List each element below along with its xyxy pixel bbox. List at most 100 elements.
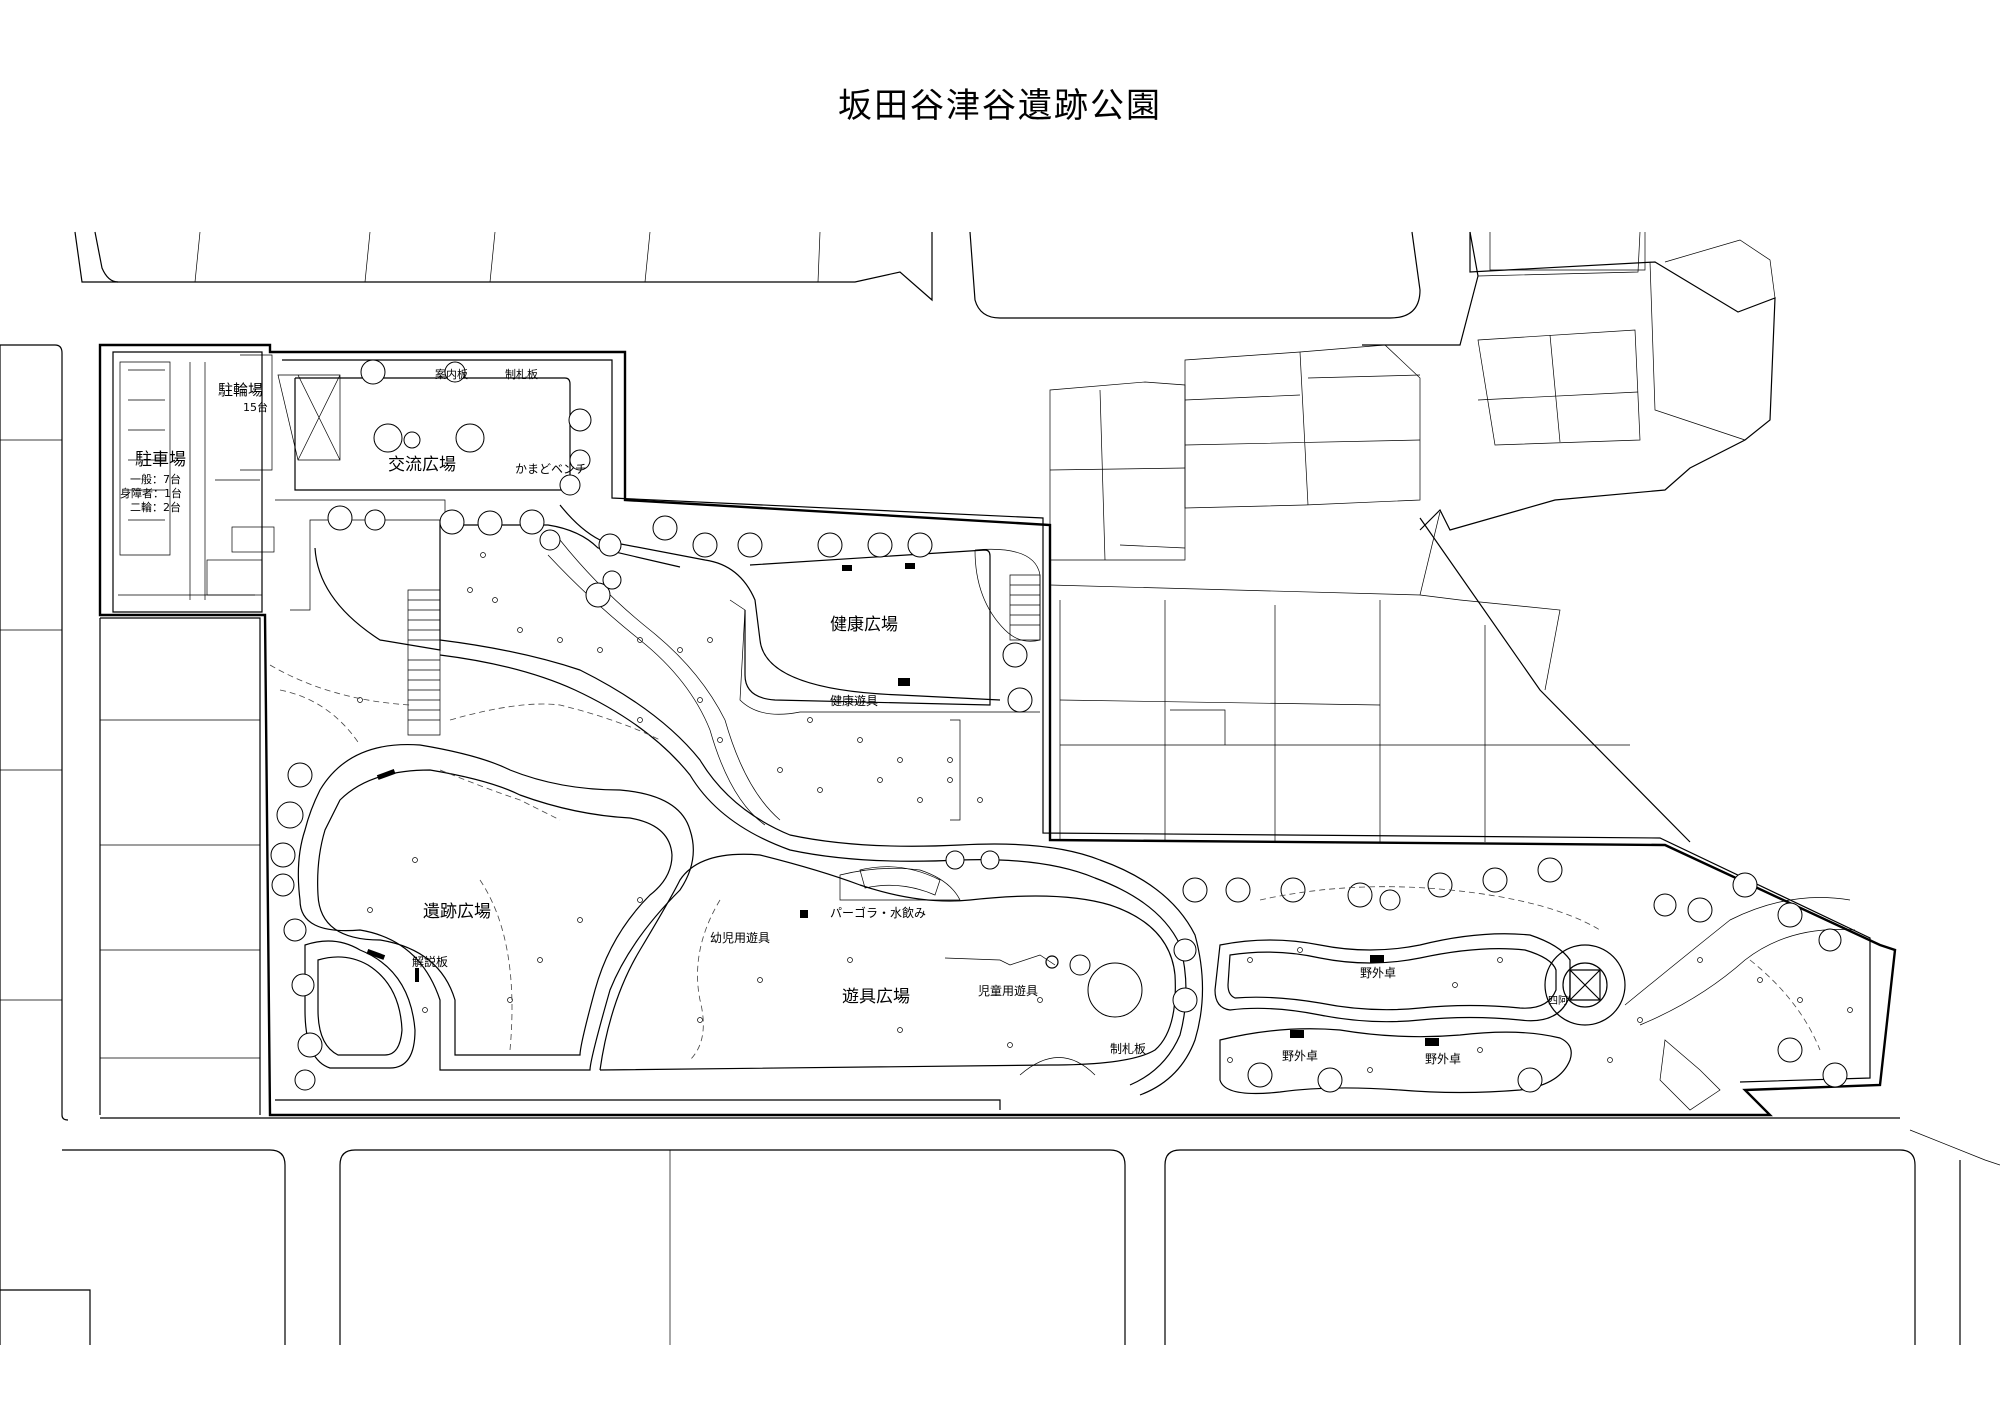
tree-symbol [568, 408, 592, 432]
label-health-plaza: 健康広場 [830, 615, 898, 635]
shrub-symbol [517, 627, 523, 633]
tree-symbol [1687, 897, 1713, 923]
tree-symbol [1347, 882, 1373, 908]
bicycle-parking-area [240, 354, 341, 471]
shrub-symbol [807, 717, 813, 723]
shrub-symbol [777, 767, 783, 773]
shrub-symbol [492, 597, 498, 603]
shrub-symbol [1497, 957, 1503, 963]
tree-symbol [652, 515, 678, 541]
shrub-symbol [897, 757, 903, 763]
shrub-symbol [947, 757, 953, 763]
tree-symbol [1280, 877, 1306, 903]
tree-symbol [1732, 872, 1758, 898]
shrub-symbol [697, 1017, 703, 1023]
shrub-symbol [1007, 1042, 1013, 1048]
tree-symbol [297, 1032, 323, 1058]
shrub-symbol [847, 957, 853, 963]
label-picnic-table-3: 野外卓 [1425, 1052, 1461, 1066]
label-kamado-bench: かまどベンチ [515, 462, 587, 476]
shrub-symbol [697, 697, 703, 703]
map-title: 坂田谷津谷遺跡公園 [838, 86, 1162, 126]
shrub-symbol [917, 797, 923, 803]
shrub-symbol [1297, 947, 1303, 953]
label-info-board: 案内板 [435, 367, 468, 381]
tree-symbol [945, 850, 965, 870]
label-gazebo: 四阿 [1548, 995, 1568, 1007]
tree-symbol [569, 449, 591, 471]
tree-symbol [283, 918, 307, 942]
tree-symbol [360, 359, 386, 385]
tree-symbol [1653, 893, 1677, 917]
trees [270, 359, 1853, 1093]
map-labels: 駐車場 一般：7台 身障者：1台 二輪：2台 駐輪場 15台 案内板 制札板 交… [120, 367, 1568, 1066]
shrub-symbol [1037, 997, 1043, 1003]
shrub-symbol [1797, 997, 1803, 1003]
tree-symbol [1007, 687, 1033, 713]
tree-symbol [294, 1069, 316, 1091]
label-picnic-table-1: 野外卓 [1360, 966, 1396, 980]
tree-symbol [585, 582, 611, 608]
equipment-marks [366, 563, 1439, 1046]
label-sign-board-bottom: 制札板 [1110, 1042, 1146, 1056]
shrub-symbol [1477, 1047, 1483, 1053]
tree-symbol [1069, 954, 1091, 976]
tree-symbol [1427, 872, 1453, 898]
tree-symbol [737, 532, 763, 558]
shrub-symbol [1227, 1057, 1233, 1063]
tree-symbol [287, 762, 313, 788]
tree-symbol [1317, 1067, 1343, 1093]
tree-symbol [291, 973, 315, 997]
shrub-symbol [537, 957, 543, 963]
tree-symbol [439, 509, 465, 535]
shrub-symbol [1367, 1067, 1373, 1073]
tree-symbol [1379, 889, 1401, 911]
label-picnic-table-2: 野外卓 [1282, 1049, 1318, 1063]
shrub-symbol [857, 737, 863, 743]
tree-symbol [271, 873, 295, 897]
label-bicycle-count: 15台 [243, 400, 268, 414]
stairs [407, 574, 1721, 1111]
park-boundary [98, 343, 1897, 1117]
tree-symbol [1002, 642, 1028, 668]
label-parking-disabled: 身障者：1台 [120, 486, 182, 500]
tree-symbol [867, 532, 893, 558]
label-explanation-board: 解説板 [412, 954, 448, 969]
shrub-symbol [637, 717, 643, 723]
tree-symbol [327, 505, 353, 531]
label-pergola: パーゴラ・水飲み [830, 905, 926, 920]
tree-symbol [373, 423, 403, 453]
shrub-symbol [480, 552, 486, 558]
tree-symbol [364, 509, 386, 531]
surrounding-roads [0, 231, 2000, 1345]
tree-symbol [1482, 867, 1508, 893]
shrub-symbol [577, 917, 583, 923]
ruins-plaza-area [279, 689, 694, 1071]
tree-symbol [1247, 1062, 1273, 1088]
tree-symbol [1173, 938, 1197, 962]
tree-symbol [1182, 877, 1208, 903]
shrub-symbol [412, 857, 418, 863]
shrub-symbol [817, 787, 823, 793]
contour-lines [269, 664, 1821, 1061]
shrub-symbol [717, 737, 723, 743]
shrub-symbol [677, 647, 683, 653]
shrub-symbol [507, 997, 513, 1003]
shrub-symbol [897, 1027, 903, 1033]
tree-symbol [598, 533, 622, 557]
label-health-equipment: 健康遊具 [830, 693, 878, 708]
tree-symbol [1777, 1037, 1803, 1063]
tree-symbol [559, 474, 581, 496]
parking-lot [118, 361, 275, 600]
shrub-symbol [1847, 1007, 1853, 1013]
shrub-symbol [637, 897, 643, 903]
shrub-symbol [1637, 1017, 1643, 1023]
tree-symbol [907, 532, 933, 558]
label-parking-general: 一般：7台 [130, 472, 181, 486]
tree-symbol [1172, 987, 1198, 1013]
shrub-symbol [467, 587, 473, 593]
shrub-symbol [1697, 957, 1703, 963]
shrub-symbol [557, 637, 563, 643]
health-plaza-area [729, 549, 1041, 715]
